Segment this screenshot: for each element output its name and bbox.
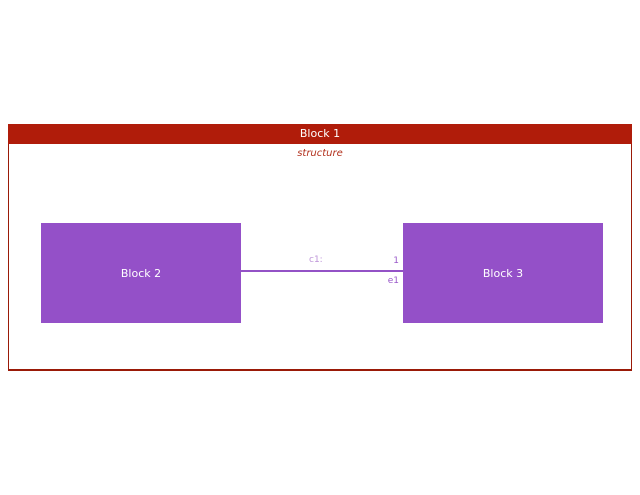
block-node-block2[interactable]: Block 2 <box>41 223 241 323</box>
connector-multiplicity-label: 1 <box>393 256 399 266</box>
block-label: Block 2 <box>120 266 162 280</box>
block-label: Block 3 <box>482 266 524 280</box>
compartment-label: structure <box>297 148 343 159</box>
connector-name-label: c1: <box>309 255 323 265</box>
connector-end-label: e1 <box>387 276 399 286</box>
block-frame: Block 1 structure Block 2 Block 3 c1: 1 … <box>8 124 632 371</box>
block-node-block3[interactable]: Block 3 <box>403 223 603 323</box>
frame-title-bar[interactable]: Block 1 <box>8 124 632 144</box>
connector-line[interactable] <box>241 270 403 272</box>
